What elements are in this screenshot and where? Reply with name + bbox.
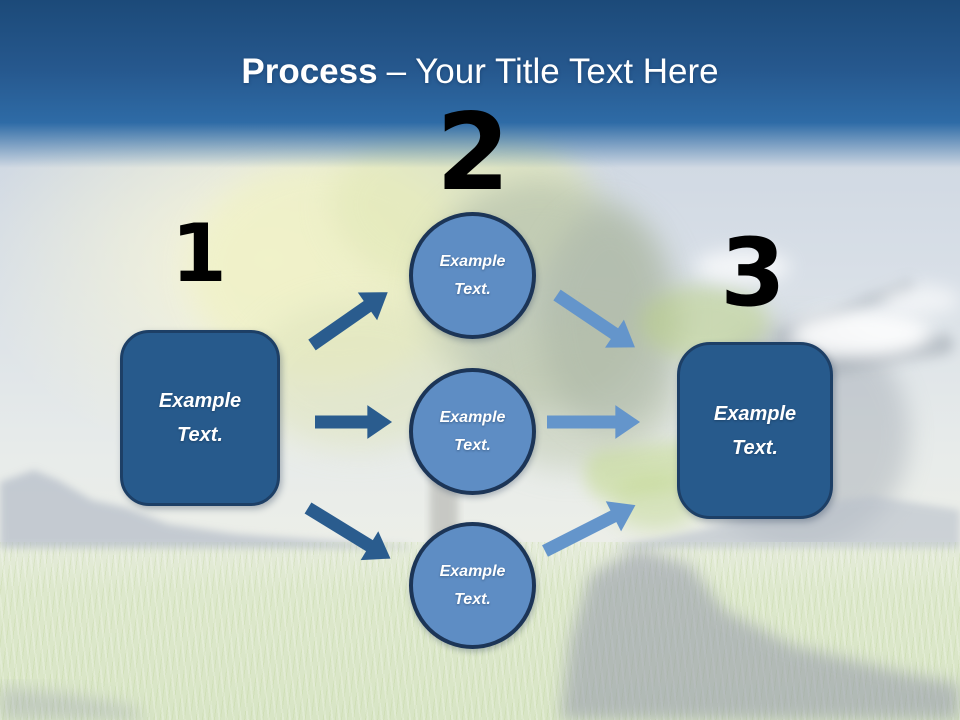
node-label: Example Text. (159, 384, 241, 452)
node-label: Example Text. (440, 558, 506, 614)
node-label: Example Text. (714, 397, 796, 465)
node-label-line: Text. (454, 280, 491, 298)
node-label-line: Text. (177, 424, 223, 446)
node-label: Example Text. (440, 404, 506, 460)
slide-title: Process– Your Title Text Here (0, 52, 960, 92)
mountain-right (610, 496, 960, 548)
title-emphasis: Process (241, 52, 378, 91)
tree-shadow (560, 548, 960, 720)
mountain-left (0, 470, 410, 548)
corner-shade (0, 686, 150, 720)
step-number-1: 1 (171, 207, 227, 300)
cloud (880, 285, 960, 315)
node-label-line: Example (713, 402, 797, 425)
node-label: Example Text. (440, 248, 506, 304)
node-label-line: Text. (454, 436, 491, 454)
node-label-line: Example (158, 390, 242, 412)
process-circle-top: Example Text. (409, 212, 536, 339)
title-bar (0, 0, 960, 175)
node-label-line: Example (439, 252, 506, 270)
node-label-line: Example (439, 562, 506, 580)
step-number-3: 3 (720, 219, 786, 328)
process-box-step1: Example Text. (120, 330, 280, 506)
process-circle-bottom: Example Text. (409, 522, 536, 649)
title-rest: – Your Title Text Here (386, 52, 719, 91)
process-circle-middle: Example Text. (409, 368, 536, 495)
node-label-line: Text. (454, 590, 491, 608)
cloud (695, 250, 790, 284)
node-label-line: Text. (732, 436, 778, 459)
process-box-step3: Example Text. (677, 342, 833, 519)
step-number-2: 2 (436, 91, 510, 214)
node-label-line: Example (439, 408, 506, 426)
